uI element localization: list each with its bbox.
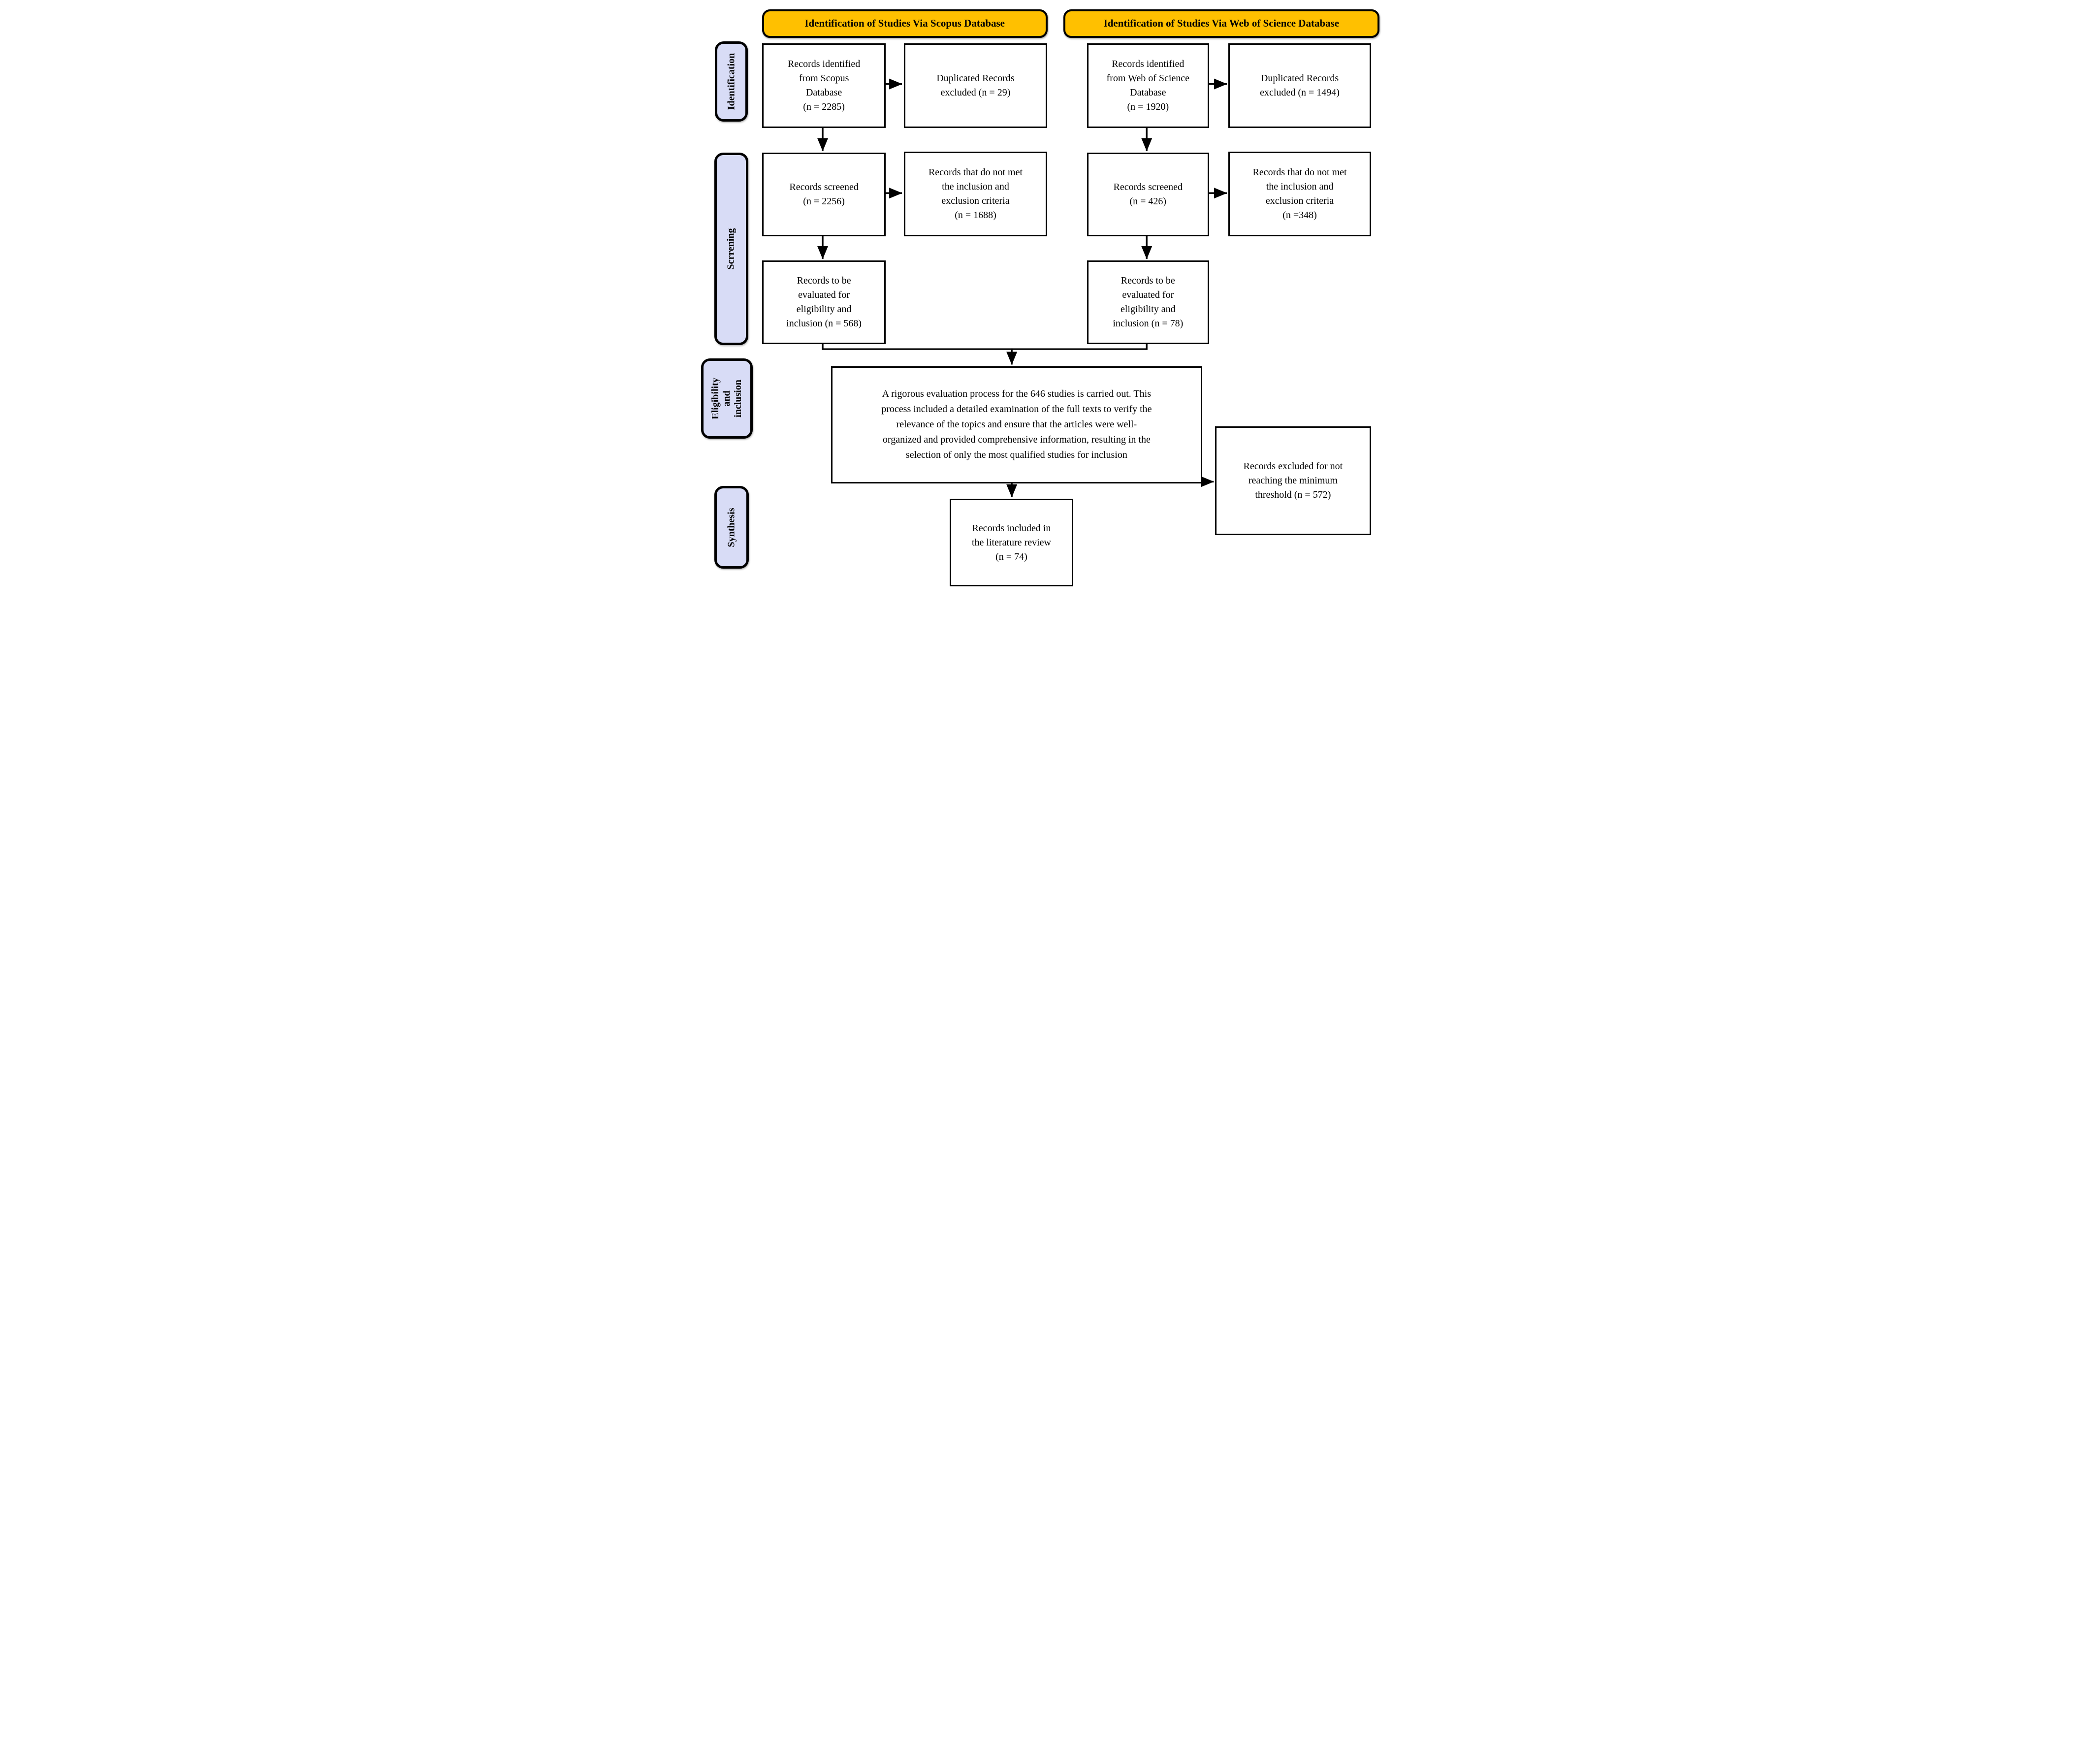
box-scopus-criteria-not-met: Records that do not met the inclusion an… <box>903 152 1048 237</box>
box-scopus-records-screened: Records screened (n = 2256) <box>762 153 886 237</box>
prisma-flow-figure: Identification of Studies Via Scopus Dat… <box>694 0 1388 588</box>
box-wos-duplicates-excluded-text: Duplicated Records excluded (n = 1494) <box>1260 72 1340 98</box>
box-wos-criteria-not-met-text: Records that do not met the inclusion an… <box>1252 167 1347 221</box>
box-records-excluded-threshold-text: Records excluded for not reaching the mi… <box>1243 461 1343 501</box>
stage-synthesis: Synthesis <box>714 486 749 569</box>
box-scopus-criteria-not-met-text: Records that do not met the inclusion an… <box>928 167 1023 221</box>
box-records-excluded-threshold: Records excluded for not reaching the mi… <box>1215 426 1371 535</box>
box-scopus-records-evaluated-text: Records to be evaluated for eligibility … <box>786 275 862 329</box>
stage-screening-label: Scrrening <box>725 228 737 270</box>
stage-screening: Scrrening <box>714 153 749 346</box>
stage-identification-label: Identification <box>725 53 737 110</box>
box-wos-records-screened: Records screened (n = 426) <box>1087 153 1209 237</box>
box-records-included-text: Records included in the literature revie… <box>971 522 1051 562</box>
box-scopus-duplicates-excluded: Duplicated Records excluded (n = 29) <box>903 43 1048 128</box>
box-wos-duplicates-excluded: Duplicated Records excluded (n = 1494) <box>1228 43 1371 128</box>
box-wos-records-identified-text: Records identified from Web of Science D… <box>1106 58 1190 112</box>
box-rigorous-evaluation-text: A rigorous evaluation process for the 64… <box>881 388 1152 461</box>
box-rigorous-evaluation: A rigorous evaluation process for the 64… <box>831 366 1202 484</box>
box-wos-criteria-not-met: Records that do not met the inclusion an… <box>1228 152 1371 237</box>
box-records-included: Records included in the literature revie… <box>949 499 1073 587</box>
header-wos-label: Identification of Studies Via Web of Sci… <box>1103 17 1340 30</box>
stage-synthesis-label: Synthesis <box>726 508 737 547</box>
box-wos-records-identified: Records identified from Web of Science D… <box>1087 43 1209 128</box>
stage-eligibility-inclusion-label: Eligibility and inclusion <box>710 378 744 419</box>
box-wos-records-screened-text: Records screened (n = 426) <box>1113 182 1183 207</box>
box-wos-records-evaluated: Records to be evaluated for eligibility … <box>1087 260 1209 345</box>
box-scopus-records-identified-text: Records identified from Scopus Database … <box>788 58 861 112</box>
header-scopus-label: Identification of Studies Via Scopus Dat… <box>804 17 1005 30</box>
box-scopus-records-evaluated: Records to be evaluated for eligibility … <box>762 260 886 345</box>
box-scopus-duplicates-excluded-text: Duplicated Records excluded (n = 29) <box>936 72 1015 98</box>
header-web-of-science-database: Identification of Studies Via Web of Sci… <box>1063 9 1380 38</box>
box-scopus-records-identified: Records identified from Scopus Database … <box>762 43 886 128</box>
box-wos-records-evaluated-text: Records to be evaluated for eligibility … <box>1113 275 1184 329</box>
header-scopus-database: Identification of Studies Via Scopus Dat… <box>762 9 1048 38</box>
stage-identification: Identification <box>714 41 748 122</box>
stage-eligibility-inclusion: Eligibility and inclusion <box>701 358 753 439</box>
box-scopus-records-screened-text: Records screened (n = 2256) <box>789 182 859 207</box>
